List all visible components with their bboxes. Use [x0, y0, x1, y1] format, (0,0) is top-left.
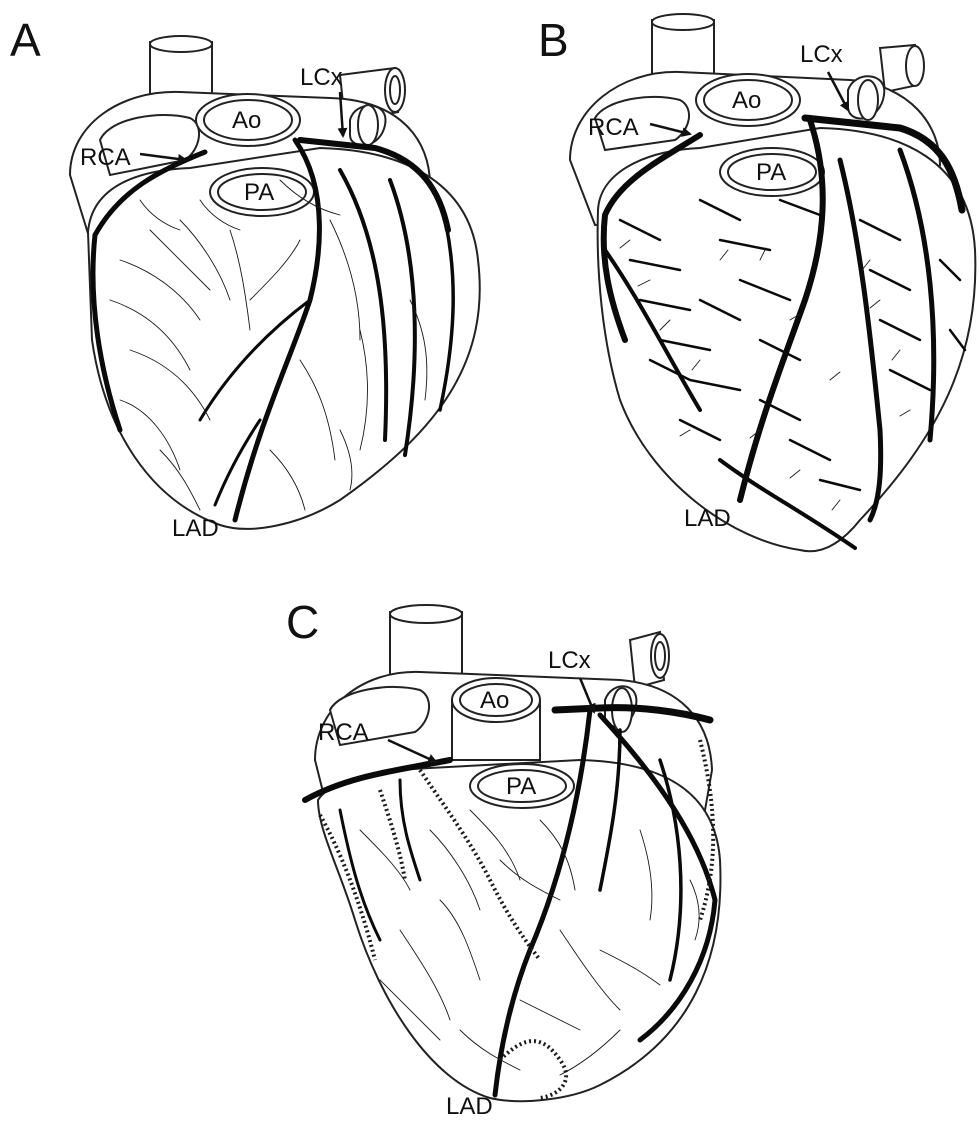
- panel-b-heart: [570, 14, 975, 551]
- panel-a-heart: [70, 36, 480, 529]
- panel-b-lad-label: LAD: [684, 505, 731, 532]
- panel-c-letter: C: [286, 596, 319, 648]
- panel-b-pa-label: PA: [756, 159, 786, 186]
- panel-c-lcx-label: LCx: [548, 647, 591, 674]
- panel-a-pa-label: PA: [244, 179, 274, 206]
- panel-b: B RCA LCx: [538, 14, 975, 551]
- panel-c-pa-label: PA: [506, 773, 536, 800]
- panel-c-heart: [305, 605, 720, 1101]
- panel-a-ao-label: Ao: [232, 107, 261, 134]
- panel-a-lcx-label: LCx: [300, 64, 343, 91]
- panel-c-ao-label: Ao: [480, 687, 509, 714]
- panel-c: C: [286, 596, 720, 1120]
- panel-b-rca-label: RCA: [588, 114, 639, 141]
- panel-b-letter: B: [538, 14, 569, 66]
- panel-c-lad-label: LAD: [446, 1093, 493, 1120]
- panel-b-ao-label: Ao: [732, 87, 761, 114]
- panel-a-lad-label: LAD: [172, 515, 219, 542]
- panel-a: A: [10, 14, 480, 542]
- panel-b-lcx-label: LCx: [800, 41, 843, 68]
- panel-a-rca-label: RCA: [80, 144, 131, 171]
- panel-c-rca-label: RCA: [318, 719, 369, 746]
- panel-a-letter: A: [10, 14, 41, 66]
